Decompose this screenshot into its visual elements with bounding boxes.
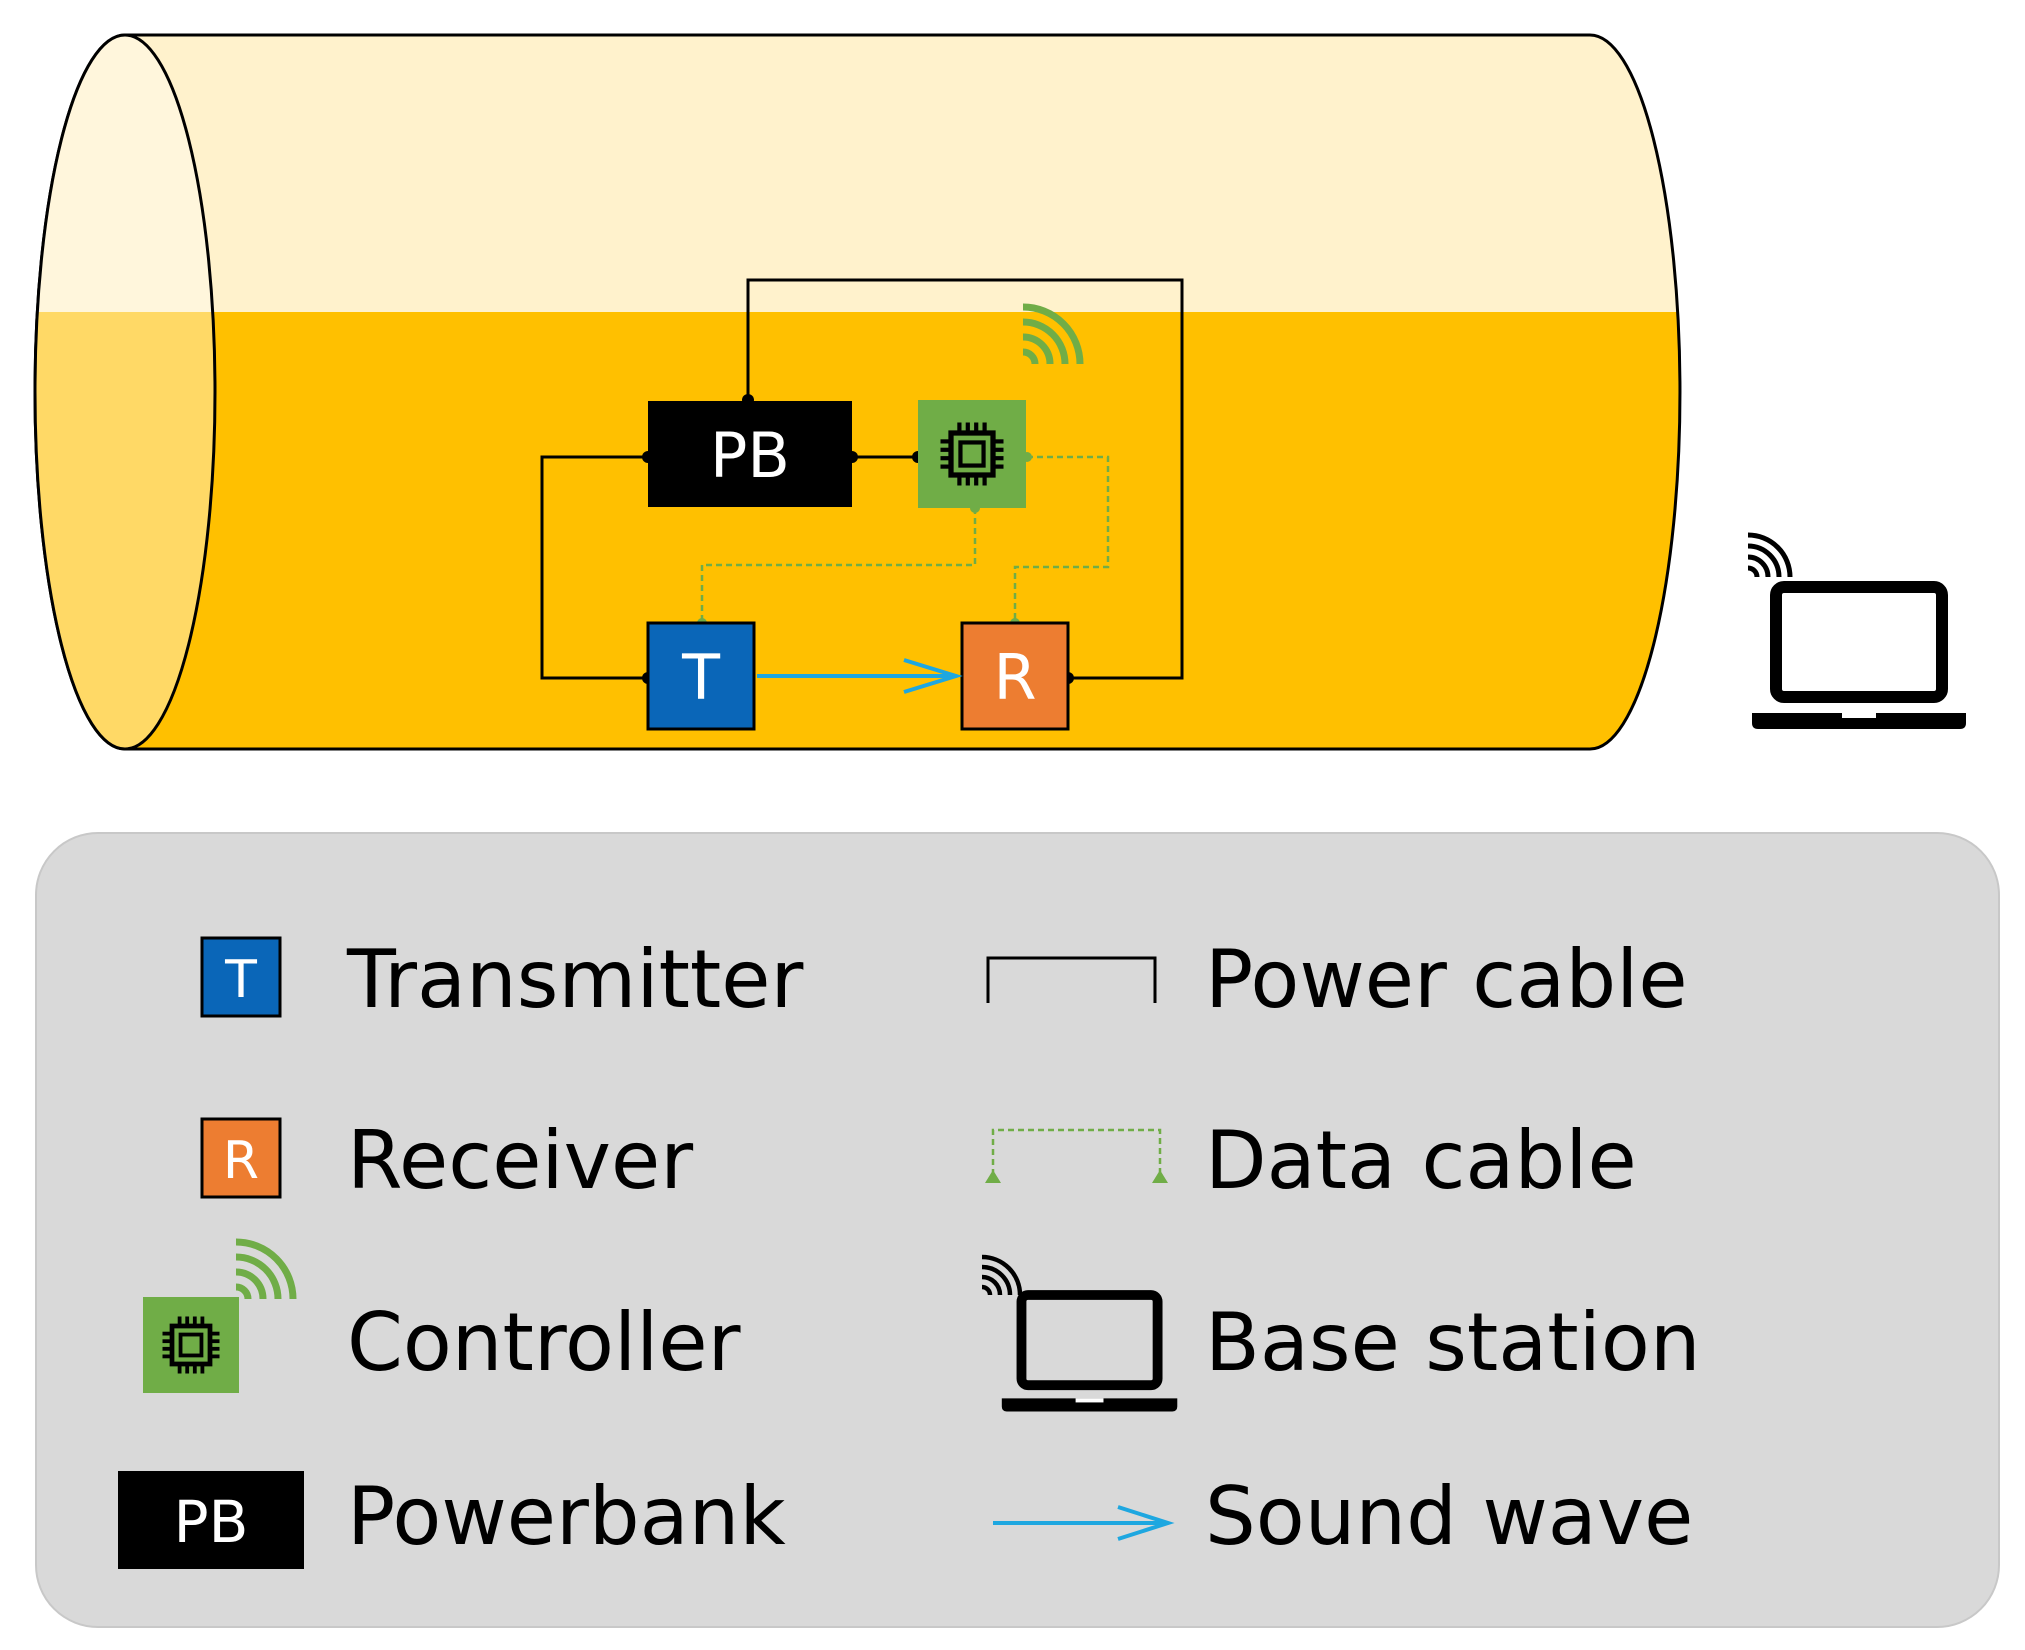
- legend-transmitter-label: Transmitter: [346, 933, 804, 1026]
- legend-panel: [35, 832, 2000, 1628]
- legend-receiver-label: Receiver: [347, 1114, 693, 1207]
- power-cable-pb-to-transmitter: [540, 455, 648, 680]
- tank-liquid-region: [35, 312, 1680, 749]
- legend-data-cable-label: Data cable: [1205, 1114, 1637, 1207]
- legend-power-cable-label: Power cable: [1205, 933, 1688, 1026]
- base-station: [1747, 532, 1966, 729]
- receiver-label: R: [993, 641, 1036, 714]
- data-cable-controller-to-transmitter: [700, 508, 977, 623]
- legend-item-power-cable: Power cable: [986, 933, 1688, 1026]
- legend-data-cable-symbol: [991, 1128, 1162, 1175]
- tank: [33, 33, 1682, 751]
- legend-sound-wave-symbol: [993, 1505, 1175, 1541]
- legend-item-receiver: R Receiver: [200, 1114, 693, 1207]
- controller-wireless-icon: [1022, 303, 1084, 365]
- legend-item-data-cable: Data cable: [985, 1114, 1637, 1207]
- legend-sound-wave-label: Sound wave: [1205, 1470, 1693, 1563]
- legend-item-powerbank: PB Powerbank: [118, 1470, 786, 1569]
- receiver-box: R: [960, 621, 1070, 731]
- legend-receiver-symbol-text: R: [223, 1131, 259, 1191]
- legend-power-cable-symbol: [986, 956, 1157, 1003]
- legend-transmitter-symbol: [200, 936, 282, 1018]
- legend-item-base-station: Base station: [981, 1254, 1701, 1411]
- power-cables: [540, 278, 1184, 680]
- legend-powerbank-symbol: [118, 1471, 304, 1569]
- transmitter-box: T: [646, 621, 756, 731]
- legend-item-transmitter: T Transmitter: [200, 933, 804, 1026]
- sound-wave-arrow: [757, 658, 963, 694]
- power-cable-pb-to-receiver: [746, 278, 1184, 680]
- legend-powerbank-symbol-text: PB: [174, 1488, 249, 1556]
- legend-controller-label: Controller: [347, 1296, 741, 1389]
- legend-base-station-label: Base station: [1205, 1296, 1701, 1389]
- transmitter-label: T: [681, 641, 721, 714]
- tank-air-region: [35, 35, 1680, 312]
- controller-box: [918, 400, 1026, 508]
- base-station-wireless-icon: [1747, 532, 1793, 578]
- legend-receiver-symbol: [200, 1117, 282, 1199]
- powerbank-box: PB: [648, 401, 852, 507]
- legend-transmitter-symbol-text: T: [224, 950, 257, 1010]
- legend-controller-wireless-icon: [235, 1238, 297, 1300]
- data-cables: [700, 455, 1110, 623]
- legend-base-station-wireless-icon: [981, 1254, 1023, 1296]
- legend-powerbank-label: Powerbank: [347, 1470, 786, 1563]
- data-cable-controller-to-receiver: [1013, 455, 1110, 623]
- powerbank-label: PB: [710, 419, 790, 492]
- legend: T Transmitter R Receiver Controller PB: [35, 832, 2000, 1628]
- laptop-icon: [1752, 587, 1966, 729]
- legend-item-controller: Controller: [143, 1238, 741, 1393]
- legend-item-sound-wave: Sound wave: [993, 1470, 1693, 1563]
- legend-controller-symbol: [143, 1297, 239, 1393]
